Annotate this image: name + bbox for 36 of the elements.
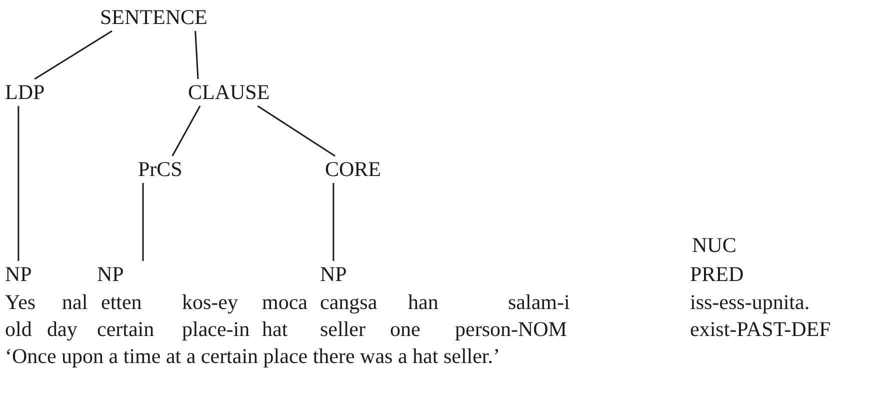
category-label: CLAUSE [188, 80, 270, 104]
gloss: exist-PAST-DEF [690, 317, 831, 341]
word: salam-i [508, 290, 570, 314]
gloss: place-in [182, 317, 250, 341]
category-label: NP [320, 262, 347, 286]
tree-branch [257, 105, 336, 157]
category-label: PRED [690, 262, 744, 286]
word: nal [62, 290, 88, 314]
gloss: certain [97, 317, 154, 341]
word: Yes [5, 290, 36, 314]
tree-branch [34, 30, 112, 80]
word: han [408, 290, 438, 314]
tree-branch [18, 106, 20, 261]
tree-branch [194, 30, 199, 80]
gloss: one [390, 317, 420, 341]
category-label: CORE [325, 157, 382, 181]
gloss: seller [320, 317, 366, 341]
tree-branch [172, 106, 201, 156]
category-label: NP [97, 262, 124, 286]
translation: ‘Once upon a time at a certain place there was a hat seller.’ [5, 344, 500, 368]
tree-branch [332, 183, 334, 261]
category-label: PrCS [138, 157, 182, 181]
tree-branch [142, 183, 144, 261]
gloss: day [47, 317, 78, 341]
gloss: old [5, 317, 32, 341]
word: kos-ey [182, 290, 238, 314]
word: cangsa [320, 290, 378, 314]
category-label: LDP [5, 80, 45, 104]
word: etten [101, 290, 142, 314]
category-label: NP [5, 262, 32, 286]
word: moca [262, 290, 308, 314]
gloss: person-NOM [455, 317, 567, 341]
gloss: hat [262, 317, 288, 341]
category-label: SENTENCE [100, 5, 208, 29]
category-label: NUC [692, 233, 736, 257]
word: iss-ess-upnita. [690, 290, 810, 314]
